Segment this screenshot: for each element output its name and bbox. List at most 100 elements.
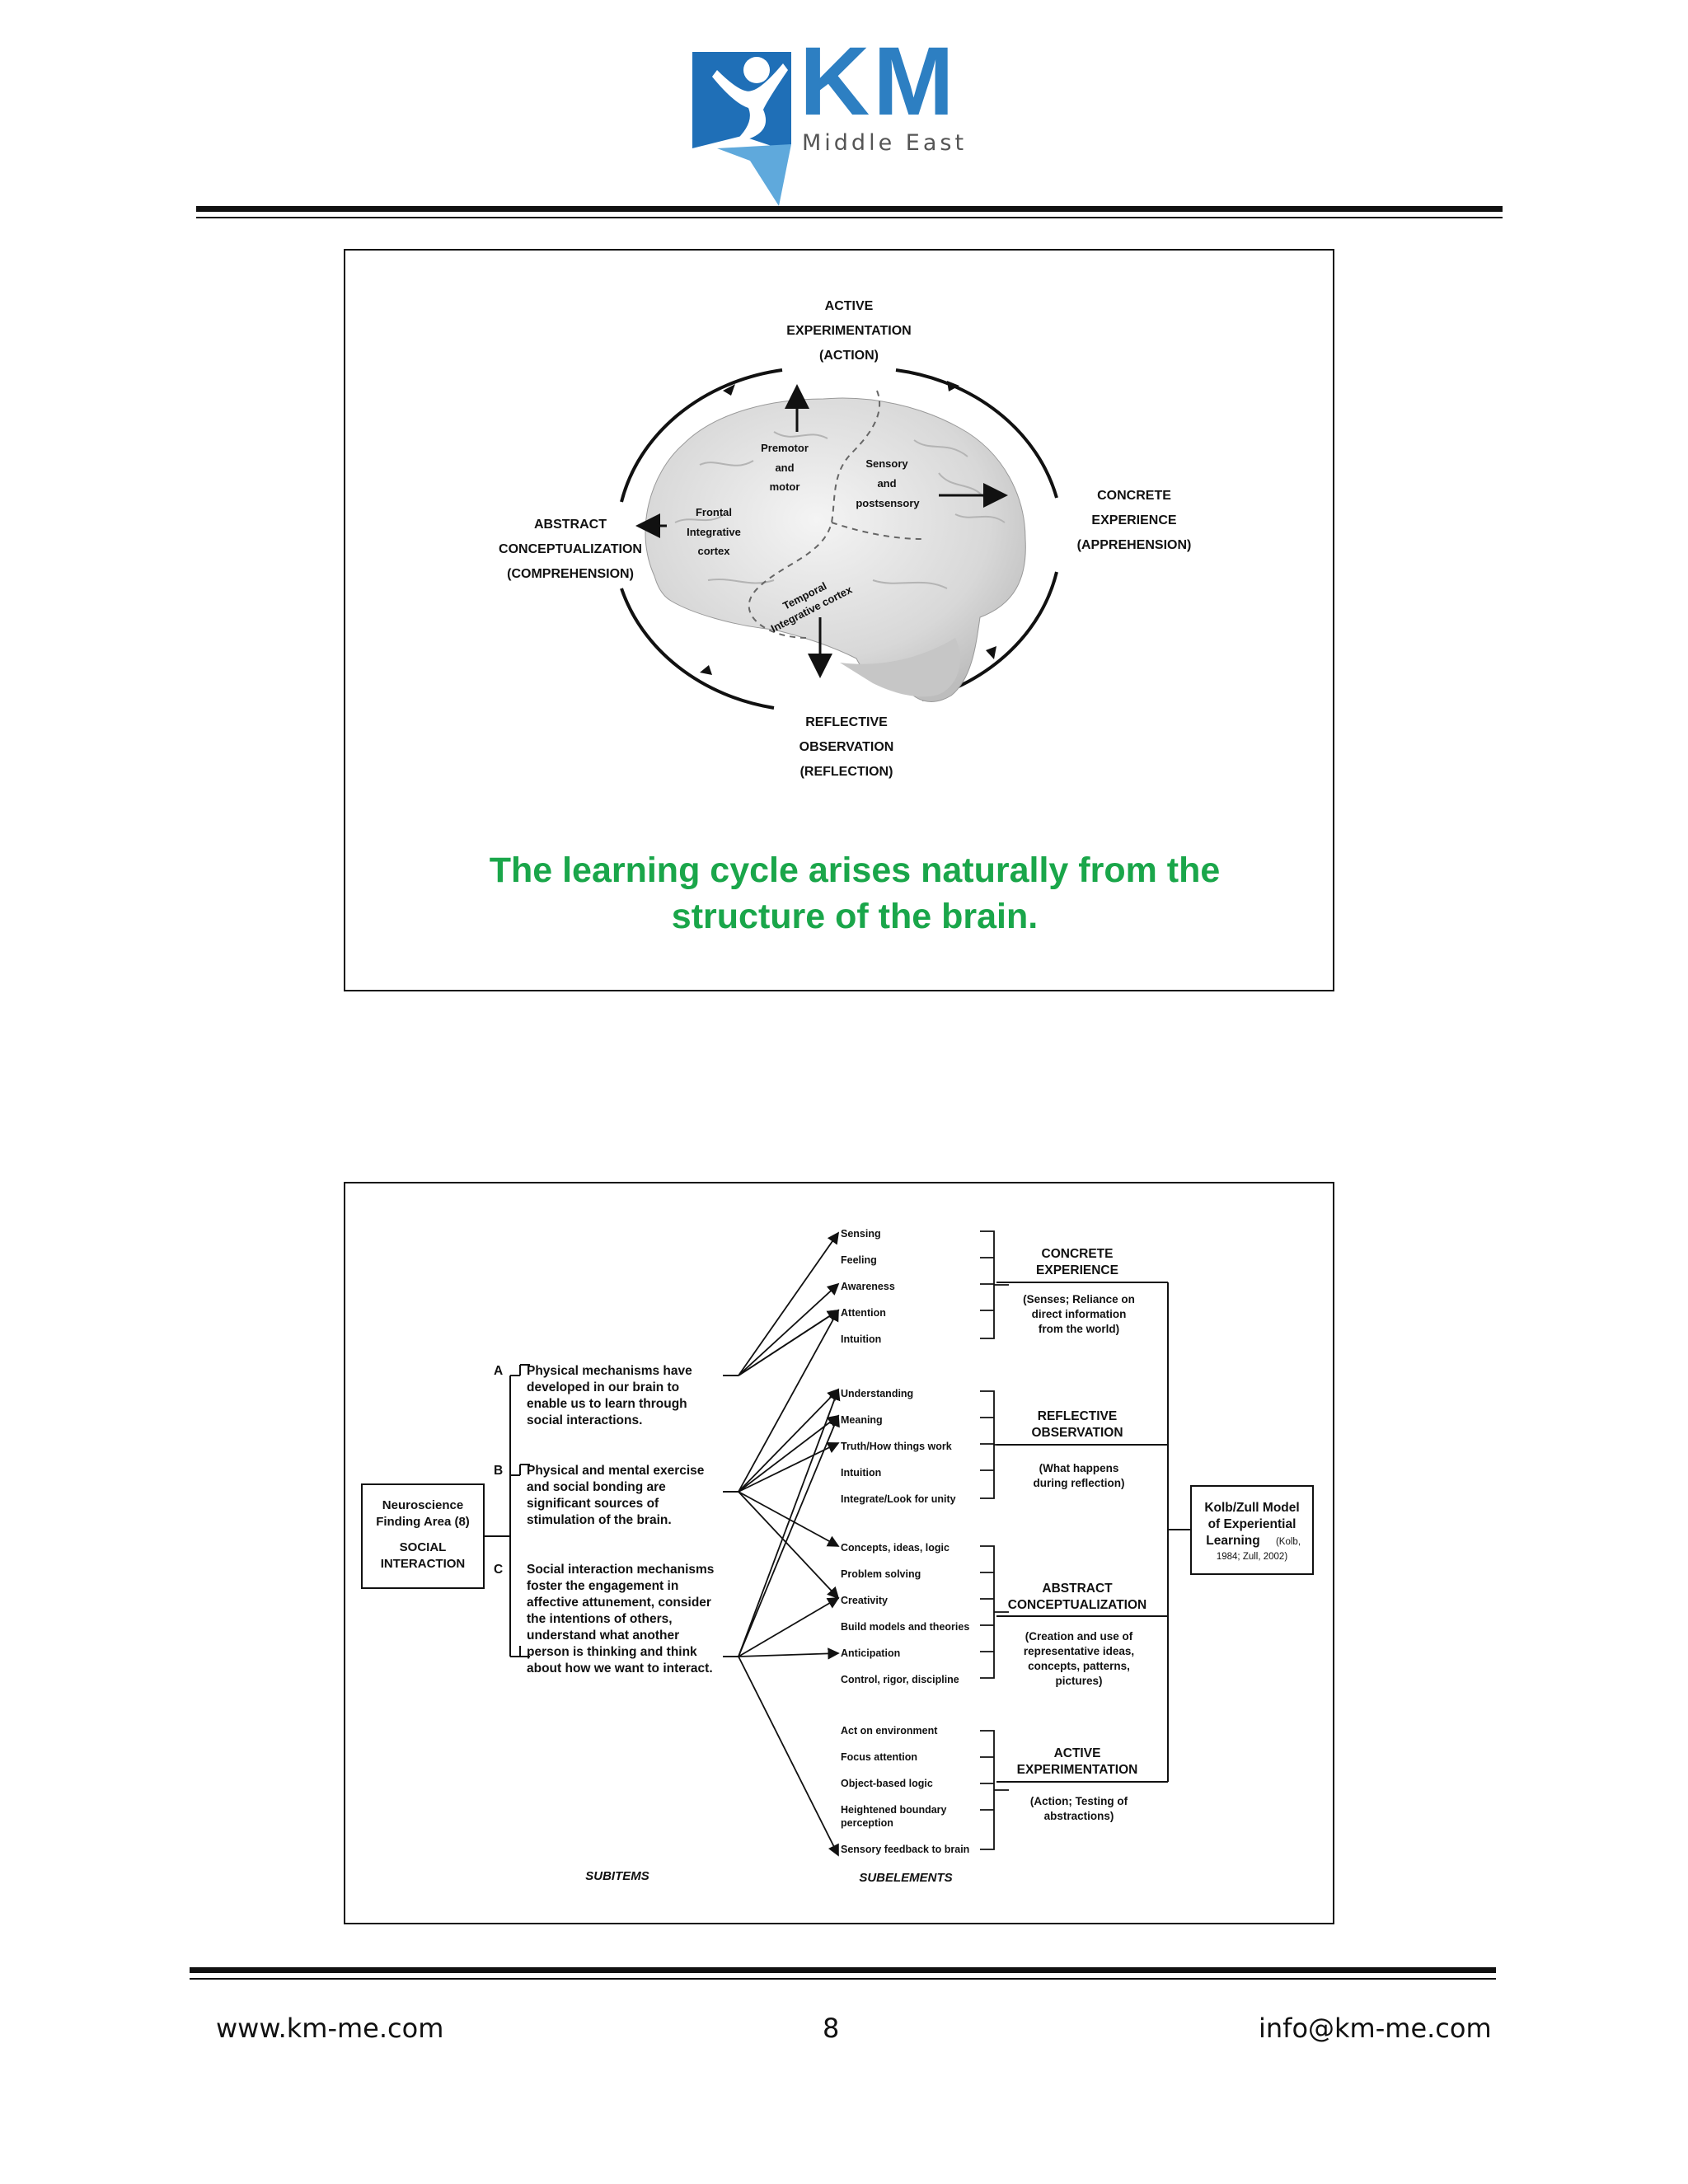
caption-line-1: The learning cycle arises naturally from… [490, 851, 1221, 890]
subel-sensing: Sensing [841, 1228, 881, 1240]
model-line-2: of Experiential [1208, 1517, 1296, 1531]
subitem-c-line-4: the intentions of others, [527, 1612, 673, 1626]
cycle-arc-top-left [620, 368, 783, 503]
subitem-c-line-6: person is thinking and think [527, 1645, 697, 1659]
label-subitems: SUBITEMS [585, 1869, 649, 1883]
logo-text: KM [799, 27, 958, 136]
stage-ac-desc-1: (Creation and use of [1025, 1630, 1133, 1643]
source-line-4: INTERACTION [381, 1557, 466, 1571]
subel-awareness: Awareness [841, 1281, 895, 1292]
label-action: (ACTION) [819, 349, 879, 363]
subel-build-models: Build models and theories [841, 1621, 969, 1633]
subitem-c-line-7: about how we want to interact. [527, 1661, 713, 1675]
subitem-a-line-3: enable us to learn through [527, 1397, 687, 1411]
subel-truth: Truth/How things work [841, 1441, 952, 1452]
model-line-1: Kolb/Zull Model [1204, 1501, 1299, 1515]
subel-sensory-feedback: Sensory feedback to brain [841, 1844, 969, 1855]
km-logo-figure [692, 52, 791, 206]
footer-page-number: 8 [823, 2013, 840, 2044]
region-frontal-2: Integrative [687, 526, 741, 538]
region-premotor-2: and [775, 462, 794, 474]
subel-boundary-1: Heightened boundary [841, 1804, 947, 1816]
subitem-a-line-1: Physical mechanisms have [527, 1364, 692, 1378]
label-reflection: (REFLECTION) [800, 765, 893, 779]
subitem-a-letter: A [494, 1364, 503, 1378]
figure-social-interaction-model: Neuroscience Finding Area (8) SOCIAL INT… [344, 1182, 1334, 1924]
stage-ae-desc-1: (Action; Testing of [1030, 1795, 1128, 1807]
stage-ro-desc-2: during reflection) [1034, 1477, 1125, 1489]
subitem-a-line-4: social interactions. [527, 1413, 642, 1427]
figure-learning-cycle: ACTIVE EXPERIMENTATION (ACTION) CONCRETE… [344, 249, 1334, 991]
header-rule-thin [196, 217, 1503, 218]
label-observation: OBSERVATION [799, 740, 894, 754]
stage-ro-desc-1: (What happens [1039, 1462, 1119, 1474]
subitem-a-line-2: developed in our brain to [527, 1380, 679, 1394]
region-premotor-3: motor [770, 480, 800, 493]
stage-ce-desc-2: direct information [1032, 1308, 1127, 1320]
logo-subtext: Middle East [802, 130, 968, 156]
stage-ce-desc-3: from the world) [1039, 1323, 1119, 1335]
region-premotor-1: Premotor [761, 442, 809, 454]
stage-ac-title-1: ABSTRACT [1042, 1582, 1113, 1596]
region-frontal-3: cortex [697, 545, 730, 557]
subitem-c-line-1: Social interaction mechanisms [527, 1563, 714, 1577]
subel-object-logic: Object-based logic [841, 1778, 933, 1789]
footer-email-link[interactable]: info@km-me.com [1259, 2013, 1492, 2044]
stage-ae-title-2: EXPERIMENTATION [1017, 1763, 1138, 1777]
stage-ac-title-2: CONCEPTUALIZATION [1008, 1598, 1146, 1612]
subitem-b-line-2: and social bonding are [527, 1480, 666, 1494]
label-abstract: ABSTRACT [534, 518, 607, 532]
subel-act: Act on environment [841, 1725, 938, 1736]
subel-understanding: Understanding [841, 1388, 913, 1399]
subel-concepts: Concepts, ideas, logic [841, 1542, 950, 1554]
region-sensory-1: Sensory [865, 457, 908, 470]
subitem-b-line-3: significant sources of [527, 1497, 659, 1511]
model-line-5: 1984; Zull, 2002) [1217, 1552, 1287, 1562]
stage-ro-title-1: REFLECTIVE [1038, 1409, 1117, 1423]
header-rule-thick [196, 206, 1503, 212]
label-comprehension: (COMPREHENSION) [507, 567, 634, 581]
social-interaction-diagram: Neuroscience Finding Area (8) SOCIAL INT… [361, 1228, 1314, 1885]
caption-line-2: structure of the brain. [672, 897, 1038, 936]
region-sensory-2: and [877, 477, 896, 490]
subitem-b-line-1: Physical and mental exercise [527, 1464, 705, 1478]
subitem-c-line-2: foster the engagement in [527, 1579, 678, 1593]
region-sensory-3: postsensory [856, 497, 920, 509]
footer-website-link[interactable]: www.km-me.com [216, 2013, 444, 2044]
subel-meaning: Meaning [841, 1414, 883, 1426]
subel-problem-solving: Problem solving [841, 1568, 921, 1580]
subelement-brackets [980, 1230, 1009, 1850]
source-line-3: SOCIAL [400, 1540, 447, 1554]
subel-intuition-2: Intuition [841, 1467, 881, 1479]
stage-ac-desc-3: concepts, patterns, [1028, 1660, 1130, 1672]
subel-feeling: Feeling [841, 1254, 877, 1266]
brain-illustration [645, 397, 1026, 702]
model-line-4: (Kolb, [1276, 1537, 1301, 1547]
source-box [361, 1483, 485, 1589]
source-line-2: Finding Area (8) [376, 1515, 470, 1529]
label-concrete: CONCRETE [1097, 489, 1171, 503]
stage-connectors [996, 1282, 1191, 1783]
subitem-c-letter: C [494, 1563, 503, 1577]
stage-ce-desc-1: (Senses; Reliance on [1023, 1293, 1135, 1305]
subel-boundary-2: perception [841, 1817, 893, 1829]
subel-integrate: Integrate/Look for unity [841, 1493, 956, 1505]
subitem-c-line-5: understand what another [527, 1629, 679, 1643]
label-reflective: REFLECTIVE [805, 715, 888, 729]
label-active: ACTIVE [825, 299, 874, 313]
cycle-arc-bottom-left [620, 588, 775, 710]
stage-ce-title-2: EXPERIENCE [1036, 1263, 1118, 1277]
subel-creativity: Creativity [841, 1595, 888, 1606]
subel-focus: Focus attention [841, 1751, 917, 1763]
subel-intuition-1: Intuition [841, 1333, 881, 1345]
model-line-3: Learning [1206, 1534, 1259, 1548]
connection-arrows [738, 1231, 841, 1857]
subel-anticipation: Anticipation [841, 1647, 900, 1659]
label-experience: EXPERIENCE [1091, 513, 1176, 527]
stage-ae-desc-2: abstractions) [1044, 1810, 1114, 1822]
learning-cycle-diagram: ACTIVE EXPERIMENTATION (ACTION) CONCRETE… [490, 299, 1221, 936]
footer-rule-thick [190, 1967, 1496, 1973]
subel-control: Control, rigor, discipline [841, 1674, 959, 1685]
subitems-bracket [484, 1364, 530, 1657]
cycle-arc-top-right [895, 368, 1058, 499]
